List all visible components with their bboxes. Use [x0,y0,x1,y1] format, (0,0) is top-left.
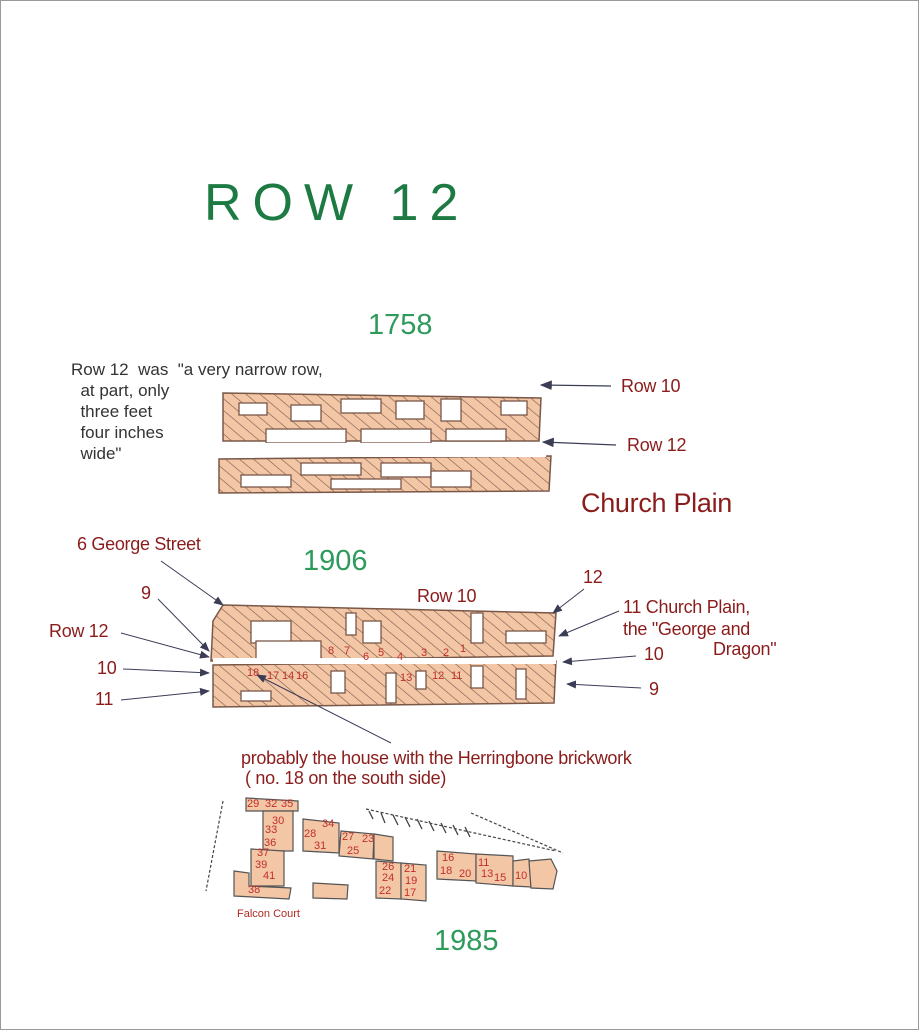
label-church-plain-1: 11 Church Plain, [623,597,750,617]
label-church-plain-3: Dragon" [713,639,777,659]
label-6-george-street: 6 George Street [77,534,201,554]
label-church-plain: Church Plain [581,488,732,518]
north-house-number: 8 [328,645,335,657]
north-house-number: 3 [421,647,428,659]
south-house-number: 16 [296,670,309,682]
south-house-number: 11 [451,670,463,682]
arrow-church-plain [558,610,620,637]
1985-house-number: 41 [263,870,276,882]
herringbone-note-2: ( no. 18 on the south side) [245,768,447,788]
herringbone-note: probably the house with the Herringbone … [241,748,632,768]
1985-house-number: 24 [382,872,395,884]
map-1758 [218,392,552,494]
1985-house-number: 31 [314,840,327,852]
row12-quote: Row 12 was "a very narrow row, at part, … [71,360,323,463]
map-1906 [210,604,557,708]
arrow-11-left [120,687,210,701]
north-house-number: 2 [443,647,450,659]
south-house-number: 12 [432,670,445,682]
north-house-number: 5 [378,647,385,659]
page-title: ROW 12 [204,174,470,232]
1985-house-number: 17 [404,887,417,899]
south-house-number: 13 [400,672,413,684]
label-row12-1906: Row 12 [49,621,109,641]
arrows-1906 [120,560,642,744]
south-house-number: 14 [282,670,295,682]
south-house-number: 18 [247,667,260,679]
1985-house-number: 32 [265,798,278,810]
1985-house-number: 19 [405,875,418,887]
1985-house-number: 29 [247,798,260,810]
arrow-9-right [566,680,642,689]
map-1985 [205,797,564,902]
1985-house-number: 37 [257,847,270,859]
year-1985: 1985 [434,925,499,957]
label-12: 12 [583,567,603,587]
1985-house-number: 16 [442,852,455,864]
1985-house-number: 18 [440,865,453,877]
arrow-10-left [122,668,210,677]
1985-house-number: 30 [272,815,285,827]
year-1906: 1906 [303,545,368,577]
1985-house-number: 39 [255,859,268,871]
arrow-10-right [562,655,637,666]
north-house-number: 4 [397,651,404,663]
1985-house-number: 25 [347,845,360,857]
1985-house-number: 33 [265,824,278,836]
label-10-right: 10 [644,644,664,664]
arrow-herringbone [256,674,392,744]
arrow-row10 [539,380,612,390]
arrow-6-george-street [160,560,224,606]
1985-house-number: 13 [481,868,494,880]
label-falcon-court: Falcon Court [237,908,300,920]
label-row12-1758: Row 12 [627,435,687,455]
arrow-row12 [541,437,617,448]
1985-house-number: 35 [281,798,294,810]
label-row10-1758: Row 10 [621,376,681,396]
south-house-number: 17 [267,670,280,682]
1985-house-number: 10 [515,870,528,882]
1985-house-number: 34 [322,818,335,830]
label-row10-1906: Row 10 [417,586,477,606]
arrow-12 [552,588,585,614]
1985-house-number: 27 [342,831,355,843]
1985-house-number: 20 [459,868,472,880]
north-house-number: 6 [363,651,370,663]
arrows-1758 [539,380,617,448]
1985-house-number: 23 [362,833,375,845]
arrow-row12 [120,632,210,659]
1985-house-number: 26 [382,861,395,873]
1985-house-number: 28 [304,828,317,840]
label-11-left: 11 [95,689,114,709]
arrow-9-left [157,598,210,652]
label-church-plain-2: the "George and [623,619,750,639]
1985-house-number: 36 [264,837,277,849]
1985-house-number: 38 [248,884,261,896]
label-9-left: 9 [141,583,151,603]
1985-house-number: 11 [478,857,490,869]
1985-house-number: 15 [494,872,507,884]
year-1758: 1758 [368,309,433,341]
label-10-left: 10 [97,658,117,678]
north-house-number: 7 [344,645,351,657]
label-9-right: 9 [649,679,659,699]
1985-house-number: 21 [404,863,417,875]
north-house-number: 1 [460,643,467,655]
1985-house-number: 22 [379,885,392,897]
